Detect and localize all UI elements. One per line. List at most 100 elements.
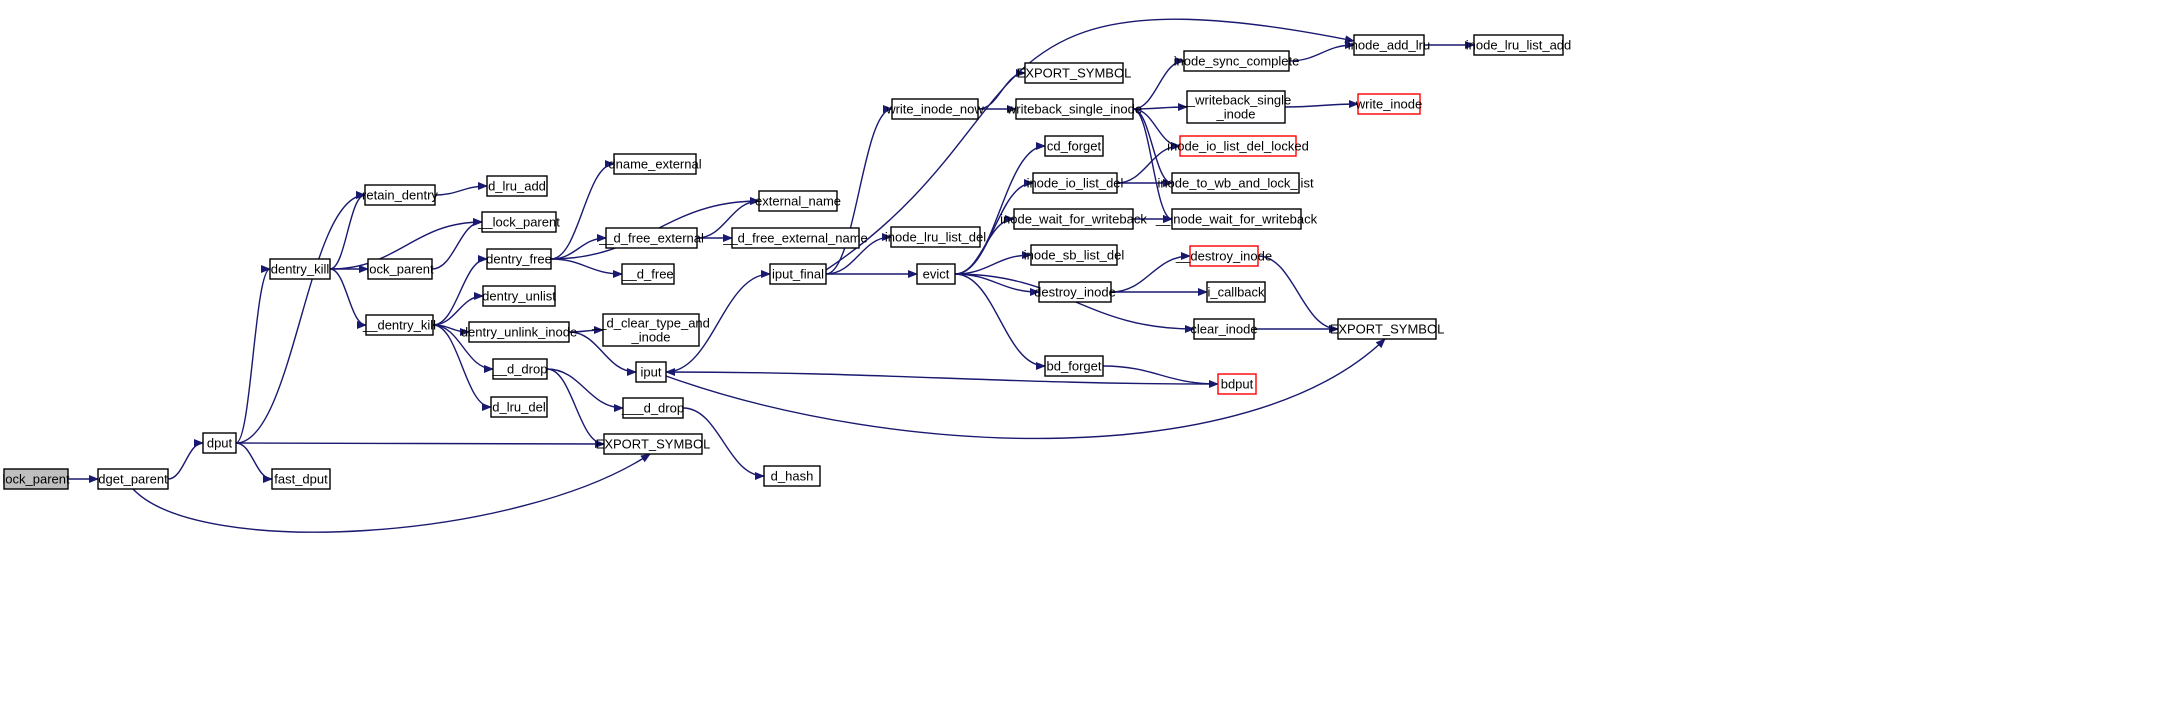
node-inode-to-wb-and-lock-list[interactable]: inode_to_wb_and_lock_list: [1157, 172, 1314, 194]
node-d-free-external[interactable]: __d_free_external: [598, 227, 704, 249]
node-label: d_lru_add: [488, 179, 546, 194]
node-dentry-unlink-inode[interactable]: dentry_unlink_inode: [461, 321, 577, 343]
node-export-symbol-2[interactable]: EXPORT_SYMBOL: [1017, 62, 1132, 84]
node-write-inode[interactable]: write_inode: [1355, 93, 1423, 115]
node-label: inode_add_lru: [1348, 38, 1430, 53]
node-box: [1353, 34, 1425, 56]
node-dget-parent[interactable]: dget_parent: [97, 468, 169, 490]
node-label: dput: [207, 436, 233, 451]
node-label: i_callback: [1207, 285, 1265, 300]
node-label: EXPORT_SYMBOL: [1017, 66, 1132, 81]
node-inode-sync-complete[interactable]: inode_sync_complete: [1174, 50, 1300, 72]
node-label: inode_to_wb_and_lock_list: [1157, 176, 1314, 191]
node-box: [1473, 34, 1564, 56]
node-d-drop[interactable]: ___d_drop: [621, 397, 684, 419]
node-writeback-single-inode[interactable]: __writeback_single_inode: [1180, 90, 1292, 124]
node-inode-sb-list-del[interactable]: inode_sb_list_del: [1024, 244, 1125, 266]
node-destroy-inode[interactable]: __destroy_inode: [1175, 245, 1272, 267]
node-box: [1013, 208, 1134, 230]
node-d-lru-add[interactable]: d_lru_add: [486, 175, 548, 197]
edge-evict-to-bd-forget: [954, 273, 1046, 370]
node-evict[interactable]: evict: [916, 263, 956, 285]
edge-destroy-inode-to-export-symbol-3: [1257, 255, 1339, 333]
node-d-hash[interactable]: d_hash: [763, 465, 821, 487]
node-external-name[interactable]: external_name: [755, 190, 841, 212]
node-clear-inode[interactable]: clear_inode: [1190, 318, 1258, 340]
node-box: [1032, 172, 1118, 194]
node-label: bdput: [1221, 377, 1254, 392]
node-lock-parent-root[interactable]: lock_parent: [2, 468, 70, 490]
edge-writeback-single-inode-to-inode-sync-complete: [1132, 57, 1185, 110]
node-box: [1206, 281, 1266, 303]
node-inode-io-list-del[interactable]: inode_io_list_del: [1027, 172, 1124, 194]
node-lock-parent-2[interactable]: lock_parent: [366, 258, 434, 280]
node-inode-lru-list-del[interactable]: inode_lru_list_del: [885, 226, 986, 248]
node-label: inode_sync_complete: [1174, 54, 1300, 69]
node-box: [1044, 355, 1104, 377]
node-dentry-kill[interactable]: __dentry_kill: [362, 314, 436, 336]
edge-iput-final-to-inode-lru-list-del: [825, 233, 892, 275]
node-box: [468, 321, 570, 343]
node-iput-final[interactable]: iput_final: [769, 263, 827, 285]
node-export-symbol-3[interactable]: EXPORT_SYMBOL: [1330, 318, 1445, 340]
node-i-callback[interactable]: i_callback: [1206, 281, 1266, 303]
node-d-drop[interactable]: __d_drop: [492, 358, 548, 380]
node-box: [603, 433, 703, 455]
node-label: __destroy_inode: [1175, 249, 1272, 264]
node-dentry-free[interactable]: dentry_free: [486, 248, 552, 270]
node-d-free-external-name[interactable]: __d_free_external_name: [722, 227, 868, 249]
edge-writeback-single-inode-to-inode-to-wb-and-lock-list: [1132, 108, 1173, 187]
node-writeback-single-inode[interactable]: writeback_single_inode: [1006, 98, 1142, 120]
node-label: __d_free_external: [598, 231, 704, 246]
edge-iput-to-iput-final: [665, 270, 771, 373]
node-fast-dput[interactable]: fast_dput: [271, 468, 331, 490]
node-bd-forget[interactable]: bd_forget: [1044, 355, 1104, 377]
node-dput[interactable]: dput: [202, 432, 237, 454]
node-iput[interactable]: iput: [635, 361, 667, 383]
node-box: [1171, 208, 1302, 230]
node-cd-forget[interactable]: cd_forget: [1044, 135, 1104, 157]
node-inode-wait-for-writeback[interactable]: inode_wait_for_writeback: [1000, 208, 1147, 230]
node-export-symbol-1[interactable]: EXPORT_SYMBOL: [596, 433, 711, 455]
node-inode-add-lru[interactable]: inode_add_lru: [1348, 34, 1430, 56]
node-label: iput_final: [772, 267, 824, 282]
node-label: dentry_unlink_inode: [461, 325, 577, 340]
node-dentry-unlist[interactable]: dentry_unlist: [482, 285, 556, 307]
node-box: [365, 314, 434, 336]
node-lock-parent[interactable]: __lock_parent: [477, 211, 560, 233]
node-retain-dentry[interactable]: retain_dentry: [362, 184, 438, 206]
node-box: [1171, 172, 1300, 194]
node-d-free[interactable]: __d_free: [621, 263, 675, 285]
node-label: lock_parent: [366, 262, 434, 277]
node-write-inode-now[interactable]: write_inode_now: [885, 98, 984, 120]
node-inode-wait-for-writeback[interactable]: __inode_wait_for_writeback: [1155, 208, 1318, 230]
node-label: __writeback_single: [1180, 93, 1292, 108]
node-dentry-kill[interactable]: dentry_kill: [269, 258, 331, 280]
node-bdput[interactable]: bdput: [1217, 373, 1257, 395]
node-box: [1337, 318, 1437, 340]
edge-dentry-kill-to-dentry-free: [432, 255, 488, 326]
edge-inode-sync-complete-to-inode-add-lru: [1288, 41, 1355, 62]
edge-dget-parent-to-dput: [167, 439, 204, 480]
node-d-lru-del[interactable]: d_lru_del: [490, 396, 548, 418]
edge-d-drop-to-d-hash: [682, 407, 765, 480]
edge-d-drop-to-d-drop: [546, 368, 624, 412]
node-label: __d_drop: [492, 362, 548, 377]
node-label: dentry_kill: [271, 262, 330, 277]
node-dname-external[interactable]: dname_external: [608, 153, 702, 175]
node-destroy-inode[interactable]: destroy_inode: [1034, 281, 1116, 303]
node-label: d_lru_del: [492, 400, 546, 415]
edge-d-free-external-to-external-name: [696, 197, 760, 239]
node-label: ___d_drop: [621, 401, 684, 416]
node-inode-lru-list-add[interactable]: inode_lru_list_add: [1466, 34, 1572, 56]
edge-bd-forget-to-bdput: [1102, 365, 1219, 388]
node-inode-io-list-del-locked[interactable]: inode_io_list_del_locked: [1167, 135, 1309, 157]
node-box: [1183, 50, 1290, 72]
node-box: [1179, 135, 1297, 157]
node-d-clear-type-and-inode[interactable]: __d_clear_type_and_inode: [591, 313, 710, 347]
edge-dentry-free-to-dname-external: [550, 160, 615, 260]
node-box: [1015, 98, 1134, 120]
node-label: inode_sb_list_del: [1024, 248, 1125, 263]
node-label: __d_free: [621, 267, 673, 282]
